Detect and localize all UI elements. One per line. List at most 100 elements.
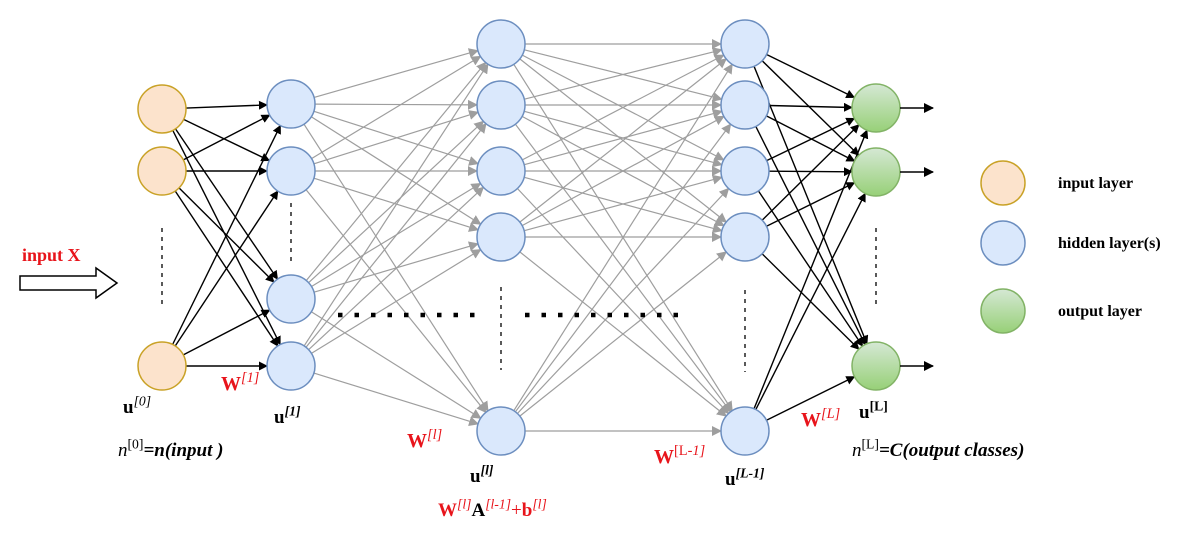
hidden-node-1-2: [266, 274, 316, 324]
edge-l3-3-0: [761, 124, 860, 221]
formula-w: W: [438, 500, 457, 521]
legend-input-swatch: [980, 160, 1026, 206]
hidden-node-3-4: [720, 406, 770, 456]
edge-l2-1-0: [524, 47, 723, 100]
u1-base: u: [274, 407, 285, 428]
edge-l1-2-0: [305, 61, 487, 281]
w1-base: W: [221, 373, 241, 395]
u0-sup: [0]: [133, 393, 152, 409]
uL-base: u: [859, 402, 870, 423]
connection-edges: [171, 39, 869, 436]
output-node-4-1: [851, 147, 901, 197]
edge-l2-3-2: [524, 174, 723, 232]
legend-output-swatch: [980, 288, 1026, 334]
edge-l1-1-0: [311, 55, 482, 160]
ul-base: u: [470, 466, 481, 487]
legend-hidden-swatch: [980, 220, 1026, 266]
input-hollow-arrow: [19, 266, 119, 300]
hidden-node-3-3: [720, 212, 770, 262]
hidden-node-2-0: [476, 19, 526, 69]
edge-l0-2-2: [182, 309, 271, 356]
wl1-sup-b: 1]: [692, 443, 706, 460]
edge-l3-2-1: [768, 167, 853, 177]
n0-rest: =n(input ): [143, 440, 224, 461]
hidden-node-3-1: [720, 80, 770, 130]
edge-l0-0-0: [185, 100, 268, 110]
legend-hidden-label: hidden layer(s): [1058, 235, 1161, 252]
legend-input-label: input layer: [1058, 175, 1134, 192]
edge-l2-4-2: [516, 187, 730, 414]
w1-label: W[1]: [221, 371, 259, 395]
legend-output-label: output layer: [1058, 303, 1142, 320]
edge-l3-2-0: [766, 117, 856, 162]
wl1-base: W: [654, 446, 674, 468]
edge-l1-2-4: [310, 311, 482, 419]
hidden-node-2-4: [476, 406, 526, 456]
edge-l0-2-1: [174, 190, 279, 347]
edge-l1-3-3: [311, 249, 482, 354]
legend-swatches: [980, 160, 1026, 334]
wl-sup: [l]: [427, 427, 443, 444]
edge-l2-2-0: [522, 54, 725, 161]
edge-l0-0-3: [172, 130, 281, 346]
edge-l3-0-0: [766, 53, 856, 99]
hidden-node-3-0: [720, 19, 770, 69]
edge-l2-4-1: [514, 123, 732, 413]
hidden-node-1-1: [266, 146, 316, 196]
input-node-0-2: [137, 341, 187, 391]
hidden-node-2-3: [476, 212, 526, 262]
input-node-0-0: [137, 84, 187, 134]
edge-l0-0-2: [174, 128, 279, 280]
hidden-node-2-1: [476, 80, 526, 130]
edge-l1-3-1: [305, 122, 487, 348]
wL-base: W: [801, 409, 821, 431]
edge-l2-3-1: [521, 115, 725, 227]
edge-l1-0-0: [313, 48, 479, 98]
edge-l2-4-0: [513, 63, 733, 412]
wl-label: W[l]: [407, 428, 442, 452]
wl-base: W: [407, 430, 427, 452]
ul-sup: [l]: [480, 462, 494, 478]
hidden-node-2-2: [476, 146, 526, 196]
uL-sup: [L]: [869, 398, 888, 414]
edge-l2-4-3: [519, 251, 727, 417]
input-node-0-1: [137, 146, 187, 196]
edge-l3-1-1: [766, 115, 856, 162]
hidden-node-1-0: [266, 79, 316, 129]
output-node-4-0: [851, 83, 901, 133]
ellipsis-dots: [161, 203, 877, 372]
edge-l0-1-0: [182, 114, 271, 161]
nL-sup: [L]: [861, 436, 879, 452]
edge-l2-3-0: [519, 58, 727, 223]
wl-minus-1-label: W[L-1]: [654, 444, 705, 468]
formula-b-sup: [l]: [532, 496, 547, 512]
edge-l3-4-2: [766, 376, 856, 421]
output-node-4-2: [851, 341, 901, 391]
layer-formula: W[l]A[l-1]+b[l]: [438, 497, 547, 521]
u0-base: u: [123, 397, 134, 418]
edge-l3-1-2: [755, 126, 866, 346]
n0-label: n[0]=n(input ): [118, 437, 224, 461]
wL-sup: [L]: [821, 406, 841, 423]
hidden-node-1-3: [266, 341, 316, 391]
edge-l3-4-0: [753, 129, 869, 410]
neuron-nodes: [137, 19, 901, 456]
edge-l0-2-0: [171, 124, 282, 345]
edge-l1-0-1: [314, 99, 478, 110]
edge-l2-2-1: [524, 108, 723, 166]
formula-a: A: [471, 500, 486, 521]
n0-base: n: [118, 440, 128, 461]
u1-sup: [1]: [284, 403, 301, 419]
nL-rest: =C(output classes): [878, 440, 1025, 461]
ul1-sup: [L-1]: [735, 465, 765, 481]
u1-label: u[1]: [274, 404, 301, 428]
ul1-base: u: [725, 469, 736, 490]
hidden-node-3-2: [720, 146, 770, 196]
nL-label: n[L]=C(output classes): [852, 437, 1025, 461]
u0-label: u[0]: [123, 394, 151, 418]
ul-label: u[l]: [470, 463, 493, 487]
edge-l1-3-2: [308, 186, 485, 351]
w1-sup: [1]: [241, 370, 260, 387]
edge-l3-3-1: [766, 182, 856, 227]
